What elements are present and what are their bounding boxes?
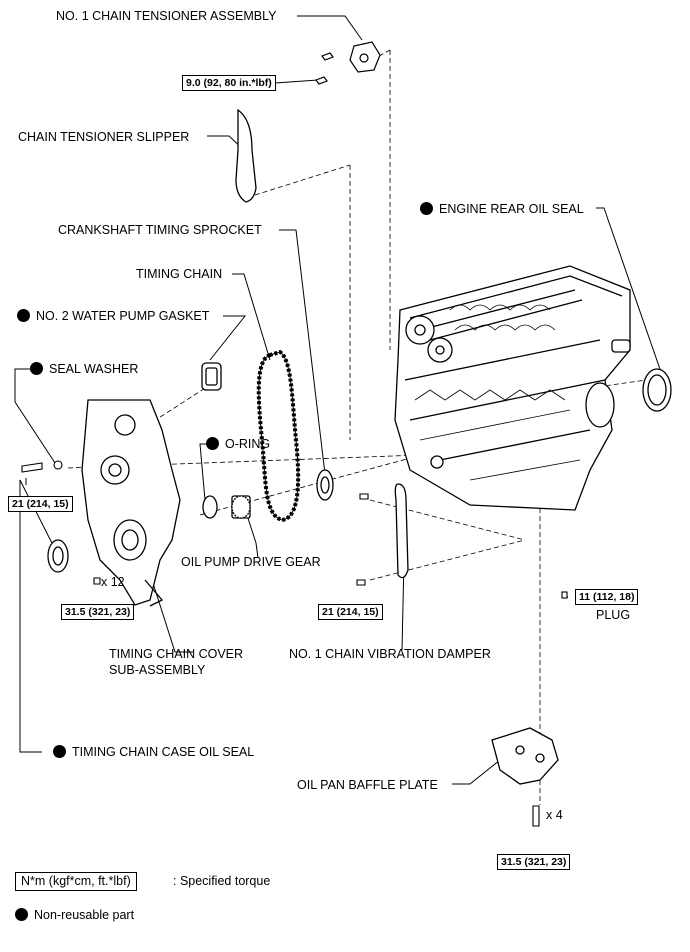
label-vibration-damper: NO. 1 CHAIN VIBRATION DAMPER: [289, 647, 491, 661]
label-cover-line1: TIMING CHAIN COVER: [109, 647, 244, 661]
bolts: [21, 460, 568, 827]
label-text: O-RING: [225, 437, 271, 451]
label-text: NO. 2 WATER PUMP GASKET: [36, 309, 210, 323]
label-o-ring: O-RING: [206, 437, 270, 452]
chain-tensioner-slipper: [235, 108, 257, 203]
label-tensioner-assembly: NO. 1 CHAIN TENSIONER ASSEMBLY: [56, 9, 277, 23]
label-text: TIMING CHAIN CASE OIL SEAL: [72, 745, 255, 759]
leader-gasket: [209, 315, 247, 361]
timing-chain: [256, 349, 301, 523]
leader-oring: [199, 443, 212, 501]
leader-sprocket: [279, 229, 326, 475]
nonreusable-icon: [30, 362, 43, 375]
nonreusable-icon: [53, 745, 66, 758]
torque-damper: 21 (214, 15): [318, 604, 383, 620]
dash-damper2: [369, 539, 526, 581]
leader-washer: [14, 368, 58, 467]
crankshaft-timing-sprocket: [316, 469, 334, 501]
leader-gear: [245, 511, 259, 559]
leader-rear-seal: [596, 207, 662, 373]
label-case-oil-seal: TIMING CHAIN CASE OIL SEAL: [53, 745, 254, 760]
label-tensioner-slipper: CHAIN TENSIONER SLIPPER: [18, 130, 190, 144]
torque-baffle: 31.5 (321, 23): [497, 854, 571, 870]
leader-cover: [151, 579, 193, 653]
label-baffle-plate: OIL PAN BAFFLE PLATE: [297, 778, 438, 792]
nonreusable-icon: [420, 202, 433, 215]
label-timing-chain: TIMING CHAIN: [136, 267, 223, 281]
label-oil-pump-drive-gear: OIL PUMP DRIVE GEAR: [181, 555, 321, 569]
leader-case-seal: [19, 479, 59, 753]
label-crankshaft-sprocket: CRANKSHAFT TIMING SPROCKET: [58, 223, 262, 237]
leader-torque-tensioner: [274, 79, 319, 84]
engine-rear-oil-seal: [642, 368, 672, 412]
o-ring-part: [202, 495, 218, 519]
oil-pump-drive-gear: [231, 495, 251, 519]
label-seal-washer: SEAL WASHER: [30, 362, 138, 377]
torque-plug: 11 (112, 18): [575, 589, 639, 605]
label-engine-rear-oil-seal: ENGINE REAR OIL SEAL: [420, 202, 584, 217]
legend-torque-text: : Specified torque: [173, 874, 271, 888]
leader-tensioner: [297, 15, 363, 41]
label-cover-line2: SUB-ASSEMBLY: [109, 663, 206, 677]
label-text: ENGINE REAR OIL SEAL: [439, 202, 584, 216]
nonreusable-icon: [206, 437, 219, 450]
chain-tensioner-assembly: [315, 41, 381, 85]
label-qty-12: x 12: [101, 575, 125, 589]
nonreusable-icon: [15, 908, 28, 921]
leader-baffle: [452, 759, 501, 785]
legend-nonreusable-text: Non-reusable part: [34, 908, 135, 922]
legend-torque-box: N*m (kgf*cm, ft.*lbf): [15, 872, 137, 891]
dash-gasket: [139, 384, 211, 431]
label-text: SEAL WASHER: [49, 362, 139, 376]
leader-chain: [232, 273, 271, 361]
engine-block: [394, 265, 631, 511]
label-qty-4: x 4: [546, 808, 563, 822]
water-pump-gasket: [201, 362, 222, 391]
torque-tensioner: 9.0 (92, 80 in.*lbf): [182, 75, 276, 91]
torque-cover-bolt: 21 (214, 15): [8, 496, 73, 512]
oil-pan-baffle-plate: [491, 727, 559, 785]
label-plug: PLUG: [596, 608, 631, 622]
timing-chain-cover: [81, 399, 181, 607]
dash-slipper: [254, 164, 351, 196]
legend-nonreusable: Non-reusable part: [15, 908, 134, 923]
label-water-pump-gasket: NO. 2 WATER PUMP GASKET: [17, 309, 209, 324]
timing-chain-case-oil-seal-part: [47, 539, 69, 573]
chain-vibration-damper: [394, 483, 409, 579]
nonreusable-icon: [17, 309, 30, 322]
torque-cover-main: 31.5 (321, 23): [61, 604, 135, 620]
